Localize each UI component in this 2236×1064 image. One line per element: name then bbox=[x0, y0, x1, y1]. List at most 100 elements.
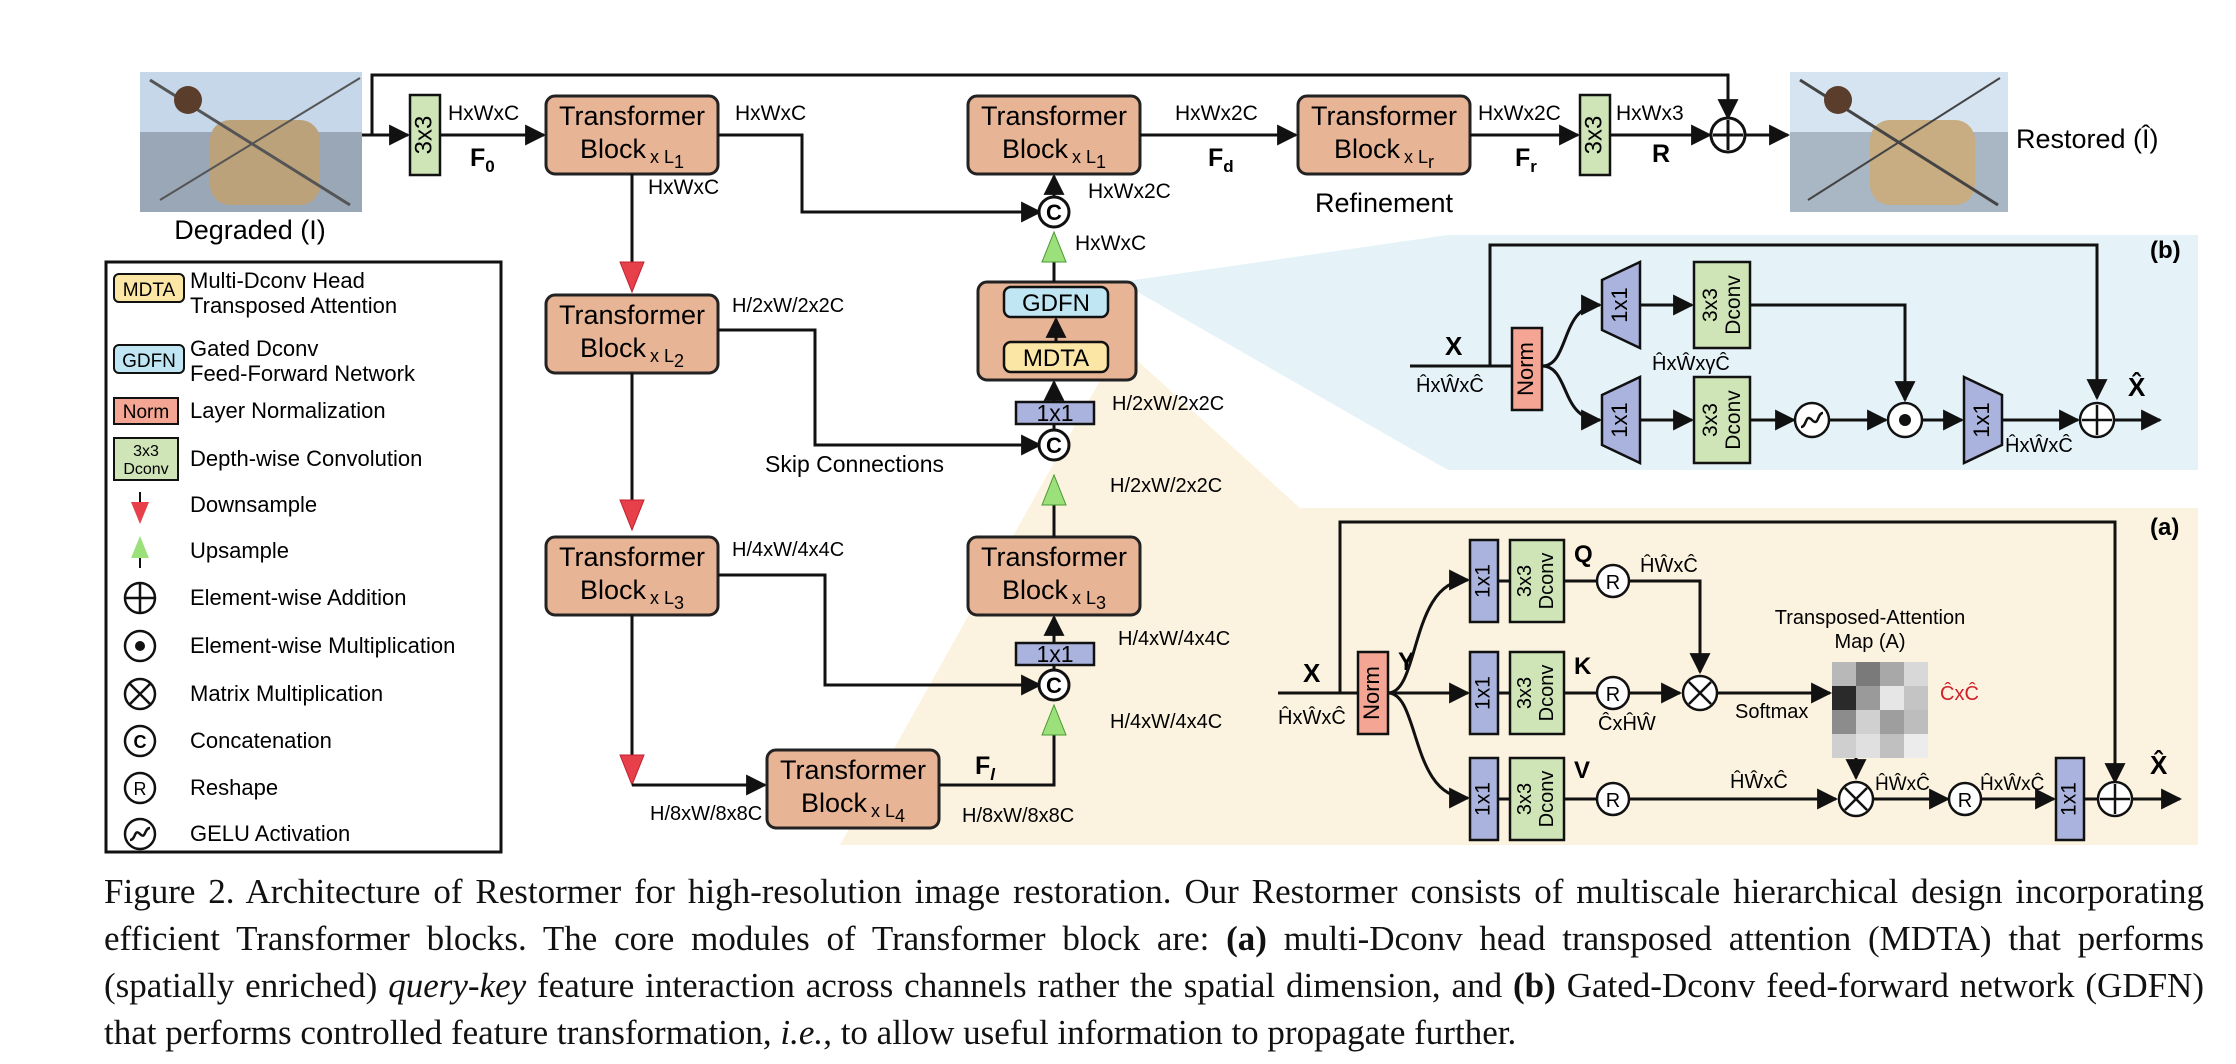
legend-gelu-icon: GELU Activation bbox=[123, 817, 350, 851]
a-v-convs: 1x1 3x3Dconv bbox=[1468, 756, 1566, 842]
upsample-icon-1 bbox=[1041, 230, 1067, 263]
a-matmul-2-cross bbox=[1844, 787, 1868, 811]
panel-b-dims-out: ĤxŴxĈ bbox=[2005, 434, 2073, 457]
legend-upsample: Upsample bbox=[131, 536, 289, 568]
skip-connections-label: Skip Connections bbox=[765, 451, 944, 477]
hw2c-label-2: HxWx2C bbox=[1175, 102, 1258, 125]
legend-concat-icon: C Concatenation bbox=[123, 724, 332, 758]
line-tb2-concat bbox=[718, 328, 1043, 456]
svg-text:Transformer: Transformer bbox=[559, 101, 705, 131]
line-tb4-up bbox=[939, 735, 1056, 787]
b-line-top-mul bbox=[1750, 303, 1916, 403]
svg-text:1x1: 1x1 bbox=[1472, 676, 1495, 710]
a-q-dims: ĤŴxĈ bbox=[1640, 554, 1698, 577]
svg-text:GDFN: GDFN bbox=[122, 351, 176, 372]
concat-glyph-2: C bbox=[1046, 433, 1062, 458]
svg-text:GDFN: GDFN bbox=[1022, 290, 1090, 317]
svg-text:GELU Activation: GELU Activation bbox=[190, 821, 350, 846]
a-split-v bbox=[1387, 691, 1471, 809]
a-attention-map bbox=[1832, 662, 1928, 758]
a-q-convs: 1x1 3x3Dconv bbox=[1468, 538, 1566, 624]
b-split-top bbox=[1541, 294, 1603, 368]
panel-a-xhat: X̂ bbox=[2150, 749, 2168, 780]
svg-text:Transformer: Transformer bbox=[981, 101, 1127, 131]
b-dconv-top: 3x3Dconv bbox=[1692, 260, 1752, 350]
a-map-title-1: Transposed-Attention bbox=[1775, 607, 1965, 629]
a-k-label: K bbox=[1574, 653, 1592, 680]
restored-label: Restored (Î) bbox=[2016, 123, 2159, 154]
svg-text:Dconv: Dconv bbox=[123, 461, 168, 478]
lvl2-label-3: H/2xW/2x2C bbox=[1112, 393, 1224, 415]
panel-a-x: X bbox=[1303, 658, 1321, 688]
b-gelu-curve bbox=[1800, 411, 1824, 429]
caption-query-key: query-key bbox=[388, 966, 527, 1005]
b-norm bbox=[1510, 326, 1544, 412]
legend-reshape-icon: R Reshape bbox=[123, 771, 278, 805]
svg-text:Matrix Multiplication: Matrix Multiplication bbox=[190, 681, 383, 706]
a-cc-label: ĈxĈ bbox=[1940, 682, 1979, 705]
a-conv1x1-out-label: 1x1 bbox=[2058, 782, 2081, 816]
svg-text:3x3Dconv: 3x3Dconv bbox=[1514, 553, 1558, 610]
caption-part-1: Figure 2. Architecture of Restormer for … bbox=[104, 872, 2204, 958]
lvl4-label-1: H/8xW/8x8C bbox=[650, 803, 762, 825]
b-conv1x1-top-label: 1x1 bbox=[1607, 287, 1632, 322]
fr-label: Fr bbox=[1515, 144, 1537, 176]
output-conv-3x3 bbox=[1578, 93, 1612, 177]
line-tb1-concat bbox=[718, 133, 1043, 223]
svg-text:MDTA: MDTA bbox=[123, 280, 176, 301]
fl-label: Fl bbox=[975, 752, 996, 784]
svg-text:3x3Dconv: 3x3Dconv bbox=[1699, 390, 1745, 450]
svg-text:Feed-Forward Network: Feed-Forward Network bbox=[190, 361, 416, 386]
a-softmax-label: Softmax bbox=[1735, 701, 1808, 723]
svg-text:Upsample: Upsample bbox=[190, 538, 289, 563]
caption-b-bold: (b) bbox=[1513, 966, 1556, 1005]
svg-text:Downsample: Downsample bbox=[190, 492, 317, 517]
degraded-image bbox=[140, 72, 362, 212]
a-add-cross bbox=[2100, 784, 2130, 814]
a-matmul-1-cross bbox=[1688, 681, 1712, 705]
b-conv1x1-bot-label: 1x1 bbox=[1607, 402, 1632, 437]
caption-a-bold: (a) bbox=[1226, 919, 1267, 958]
figure-caption: Figure 2. Architecture of Restormer for … bbox=[104, 868, 2204, 1056]
legend-add-icon: Element-wise Addition bbox=[123, 581, 406, 615]
downsample-icon-3 bbox=[619, 754, 645, 787]
lvl3-label-2: H/4xW/4x4C bbox=[1110, 711, 1222, 733]
upsample-icon-3 bbox=[1041, 703, 1067, 736]
r-label: R bbox=[1652, 140, 1670, 168]
legend-mdta: MDTA Multi-Dconv Head Transposed Attenti… bbox=[113, 268, 397, 318]
a-q-label: Q bbox=[1574, 541, 1593, 568]
panel-b-x: X bbox=[1445, 331, 1463, 361]
svg-text:Depth-wise Convolution: Depth-wise Convolution bbox=[190, 446, 422, 471]
a-reshape-k-glyph: R bbox=[1606, 684, 1620, 706]
a-norm bbox=[1356, 650, 1390, 736]
a-reshape-out-glyph: R bbox=[1958, 790, 1972, 812]
svg-text:Transformer: Transformer bbox=[1311, 101, 1457, 131]
panel-b-tag: (b) bbox=[2150, 237, 2181, 264]
line-tb3-concat bbox=[718, 573, 1043, 696]
panel-b-xhat: X̂ bbox=[2128, 371, 2146, 402]
svg-text:Transformer: Transformer bbox=[981, 542, 1127, 572]
global-residual-line bbox=[370, 73, 1739, 135]
legend-gdfn: GDFN Gated Dconv Feed-Forward Network bbox=[113, 336, 416, 386]
panel-a-y: Y bbox=[1398, 648, 1415, 676]
svg-text:1x1: 1x1 bbox=[1472, 782, 1495, 816]
svg-text:Reshape: Reshape bbox=[190, 775, 278, 800]
caption-part-4: Gated-Dconv feed-forward network (GDFN) … bbox=[104, 966, 2204, 1052]
degraded-label: Degraded (I) bbox=[174, 215, 326, 245]
lvl2-label-2: H/2xW/2x2C bbox=[1110, 475, 1222, 497]
concat-glyph-1: C bbox=[1046, 200, 1062, 225]
b-add-cross bbox=[2082, 405, 2112, 435]
downsample-icon-1 bbox=[619, 261, 645, 294]
svg-text:Element-wise Multiplication: Element-wise Multiplication bbox=[190, 633, 455, 658]
a-k-convs: 1x1 3x3Dconv bbox=[1468, 650, 1566, 736]
a-reshape-v-glyph: R bbox=[1606, 790, 1620, 812]
a-out-dims-2: ĤxŴxĈ bbox=[1980, 773, 2044, 795]
b-skip bbox=[1488, 243, 2108, 401]
